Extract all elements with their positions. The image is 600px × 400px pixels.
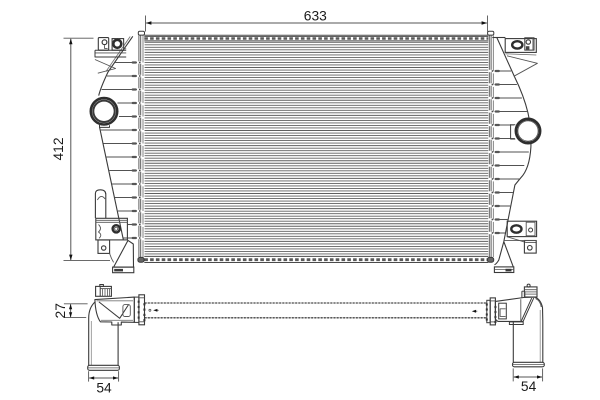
svg-text:633: 633 xyxy=(304,9,327,24)
svg-text:412: 412 xyxy=(51,137,66,160)
svg-text:54: 54 xyxy=(521,379,537,394)
svg-text:54: 54 xyxy=(96,380,112,395)
svg-text:27: 27 xyxy=(53,303,68,318)
